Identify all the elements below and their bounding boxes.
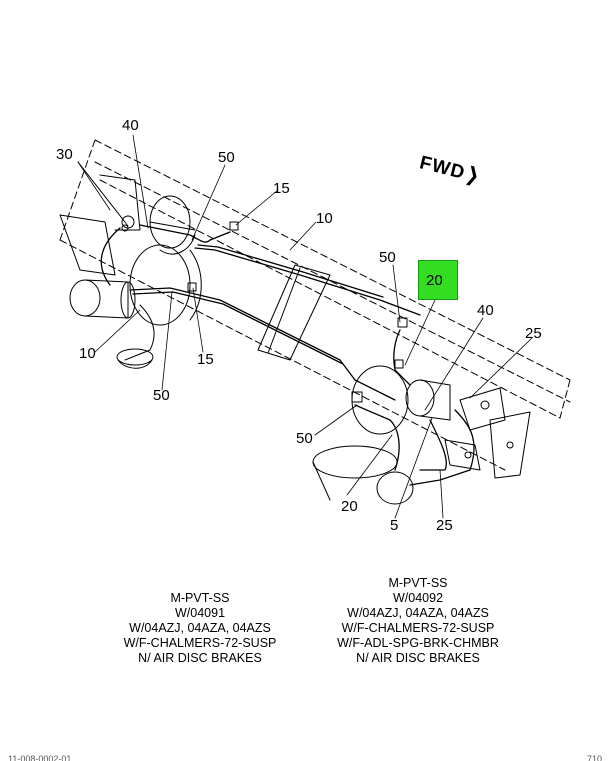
caption-line: W/04092 <box>392 591 444 605</box>
frame-rail <box>59 139 571 471</box>
leader-lines <box>77 134 533 519</box>
caption-line: N/ AIR DISC BRAKES <box>138 651 262 665</box>
callout-30: 30 <box>56 146 73 163</box>
right-bracket <box>444 411 531 479</box>
callout-20: 20 <box>341 498 358 515</box>
clips <box>187 221 408 403</box>
cross-member <box>257 264 331 361</box>
left-hub <box>129 244 202 326</box>
callout-10: 10 <box>79 345 96 362</box>
right-hub <box>312 365 506 505</box>
caption-line: M-PVT-SS <box>388 576 448 590</box>
callout-20-highlighted[interactable]: 20 <box>418 260 458 300</box>
callout-50: 50 <box>218 149 235 166</box>
caption-line: M-PVT-SS <box>170 591 230 605</box>
callout-15: 15 <box>197 351 214 368</box>
caption-right-variant: M-PVT-SS W/04092 W/04AZJ, 04AZA, 04AZS W… <box>308 576 528 666</box>
callout-25: 25 <box>525 325 542 342</box>
callout-40: 40 <box>122 117 139 134</box>
callout-10: 10 <box>316 210 333 227</box>
caption-line: N/ AIR DISC BRAKES <box>356 651 480 665</box>
callout-25: 25 <box>436 517 453 534</box>
caption-line: W/04AZJ, 04AZA, 04AZS <box>129 621 271 635</box>
left-upper-chamber <box>149 195 196 255</box>
air-lines <box>100 224 475 486</box>
callout-50: 50 <box>379 249 396 266</box>
callout-50: 50 <box>153 387 170 404</box>
caption-line: W/F-CHALMERS-72-SUSP <box>341 621 495 635</box>
left-brake-chamber <box>69 279 155 369</box>
caption-left-variant: M-PVT-SS W/04091 W/04AZJ, 04AZA, 04AZS W… <box>90 591 310 666</box>
callout-5: 5 <box>390 517 399 534</box>
caption-line: W/04091 <box>174 606 226 620</box>
callout-50: 50 <box>296 430 313 447</box>
footer-drawing-number: 11-008-0002-01 <box>8 754 72 761</box>
callout-15: 15 <box>273 180 290 197</box>
caption-line: W/F-ADL-SPG-BRK-CHMBR <box>337 636 499 650</box>
caption-line: W/F-CHALMERS-72-SUSP <box>123 636 277 650</box>
caption-line: W/04AZJ, 04AZA, 04AZS <box>347 606 489 620</box>
footer-page-number: 710 <box>586 754 602 761</box>
callout-40: 40 <box>477 302 494 319</box>
left-bracket <box>59 174 141 276</box>
